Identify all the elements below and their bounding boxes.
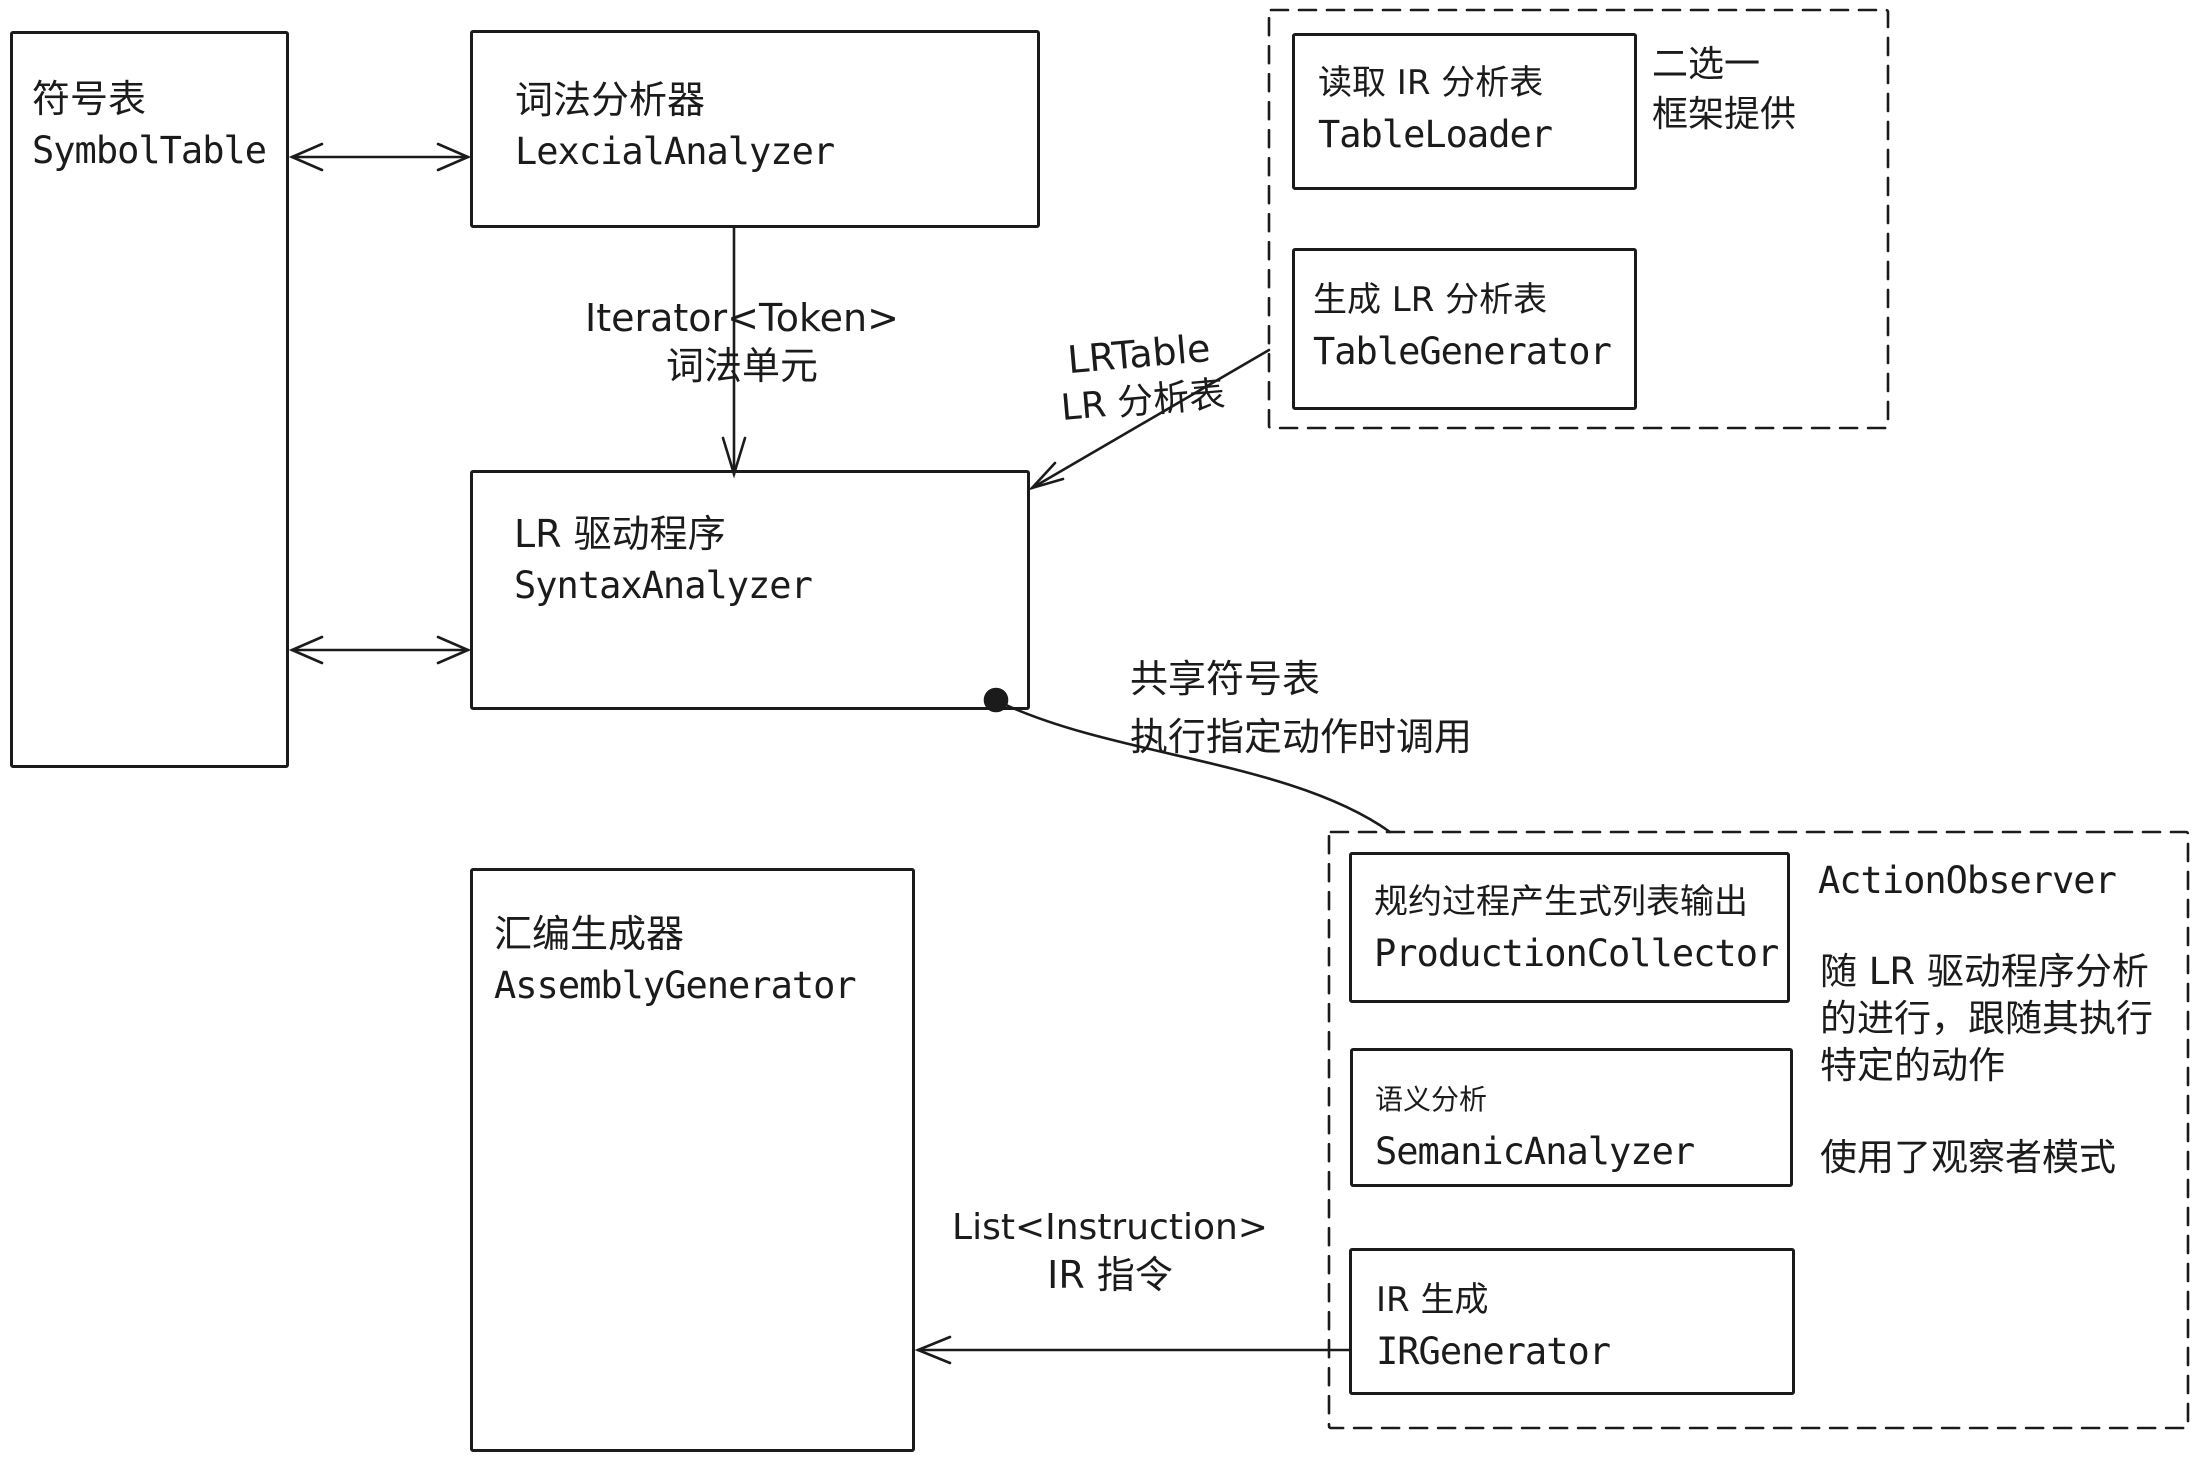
node-semanic-analyzer: 语义分析 SemanicAnalyzer — [1350, 1048, 1793, 1187]
node-assembly-generator: 汇编生成器 AssemblyGenerator — [470, 868, 915, 1452]
edge-label-token-line2: 词法单元 — [665, 344, 818, 388]
edge-label-ir-list-line1: List<Instruction> — [952, 1207, 1268, 1248]
note-alternative-line2: 框架提供 — [1652, 94, 1797, 135]
edge-label-shared-call: 共享符号表 执行指定动作时调用 — [1130, 650, 1472, 766]
edge-label-token-line1: Iterator<Token> — [585, 296, 899, 340]
note-observer-body-line1: 随 LR 驱动程序分析 — [1820, 950, 2149, 993]
node-ir-generator-label-en: IRGenerator — [1376, 1330, 1611, 1373]
arrow-irgenerator-to-assembly — [914, 1335, 1351, 1365]
edge-label-shared-line1: 共享符号表 — [1130, 657, 1321, 701]
node-syntax-analyzer: LR 驱动程序 SyntaxAnalyzer — [470, 470, 1030, 710]
node-symbol-table-label-en: SymbolTable — [32, 129, 267, 172]
node-symbol-table: 符号表 SymbolTable — [10, 31, 289, 768]
arrow-symboltable-syntaxanalyzer — [288, 635, 472, 665]
node-table-generator-label-en: TableGenerator — [1313, 330, 1612, 373]
edge-label-ir-list: List<Instruction> IR 指令 — [930, 1205, 1290, 1299]
node-syntax-analyzer-label-en: SyntaxAnalyzer — [514, 564, 813, 607]
node-semanic-analyzer-label-en: SemanicAnalyzer — [1375, 1130, 1695, 1173]
node-production-collector: 规约过程产生式列表输出 ProductionCollector — [1349, 852, 1790, 1003]
arrow-symboltable-lexicalanalyzer — [288, 142, 472, 172]
node-lexical-analyzer-label-zh: 词法分析器 — [515, 78, 706, 122]
node-table-generator-label-zh: 生成 LR 分析表 — [1313, 280, 1548, 320]
node-table-generator: 生成 LR 分析表 TableGenerator — [1292, 248, 1637, 410]
note-observer-footer: 使用了观察者模式 — [1820, 1136, 2116, 1179]
node-production-collector-label-en: ProductionCollector — [1374, 932, 1779, 975]
node-ir-generator: IR 生成 IRGenerator — [1349, 1248, 1795, 1395]
edge-label-ir-list-line2: IR 指令 — [1047, 1253, 1173, 1297]
node-semanic-analyzer-label-zh: 语义分析 — [1375, 1083, 1488, 1116]
node-table-loader-label-en: TableLoader — [1318, 113, 1553, 156]
edge-label-token-stream: Iterator<Token> 词法单元 — [556, 294, 928, 390]
node-assembly-generator-label-zh: 汇编生成器 — [494, 912, 685, 956]
node-lexical-analyzer: 词法分析器 LexcialAnalyzer — [470, 30, 1040, 228]
node-ir-generator-label-zh: IR 生成 — [1376, 1280, 1489, 1320]
node-assembly-generator-label-en: AssemblyGenerator — [494, 964, 857, 1007]
node-table-loader-label-zh: 读取 IR 分析表 — [1318, 63, 1544, 103]
edge-label-lrtable: LRTable LR 分析表 — [1032, 321, 1250, 435]
node-lexical-analyzer-label-en: LexcialAnalyzer — [515, 130, 835, 173]
note-observer-body-line2: 的进行，跟随其执行 — [1820, 997, 2153, 1040]
edge-label-shared-line2: 执行指定动作时调用 — [1130, 715, 1473, 759]
note-observer-body-line3: 特定的动作 — [1820, 1044, 2005, 1087]
note-observer-body: 随 LR 驱动程序分析 的进行，跟随其执行 特定的动作 — [1820, 948, 2153, 1089]
node-production-collector-label-zh: 规约过程产生式列表输出 — [1374, 882, 1748, 922]
note-observer-title: ActionObserver — [1818, 859, 2117, 902]
note-alternative-line1: 二选一 — [1652, 44, 1761, 85]
node-table-loader: 读取 IR 分析表 TableLoader — [1292, 33, 1637, 190]
node-syntax-analyzer-label-zh: LR 驱动程序 — [514, 512, 726, 556]
note-alternative: 二选一 框架提供 — [1652, 40, 1796, 140]
node-symbol-table-label-zh: 符号表 — [32, 77, 147, 121]
